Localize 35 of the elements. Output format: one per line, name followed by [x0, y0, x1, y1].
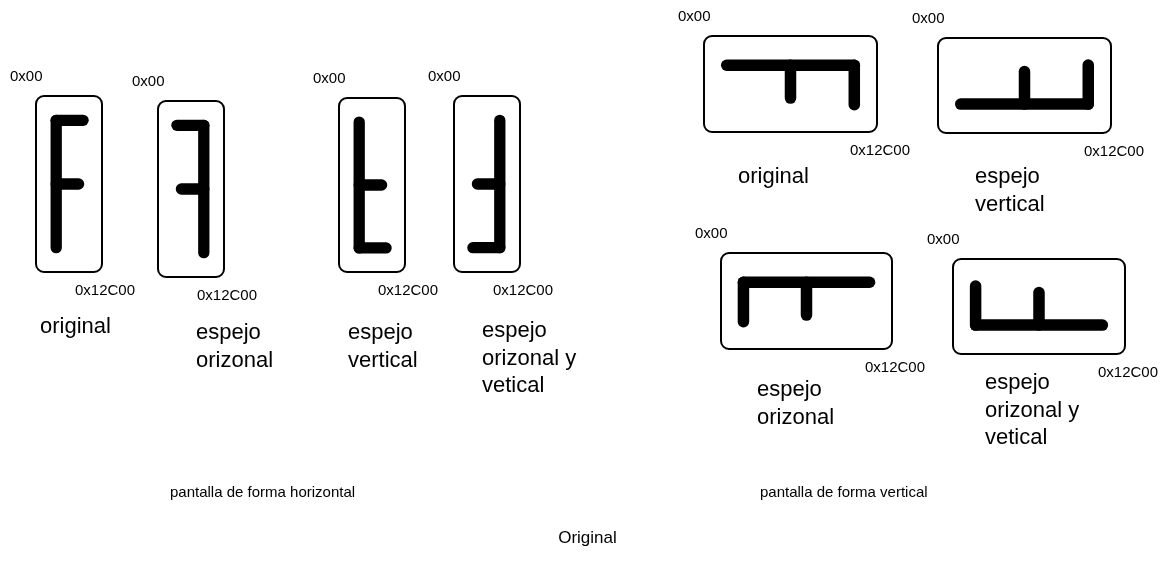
caption-text: espejo vertical: [348, 318, 419, 373]
display-drawing: [35, 95, 103, 273]
address-label: 0x00: [695, 224, 728, 243]
address-label: 0x00: [927, 230, 960, 249]
display-drawing: [453, 95, 521, 273]
display-drawing: [703, 35, 878, 133]
display-drawing: [338, 97, 406, 273]
address-label: 0x00: [313, 69, 346, 88]
address-label: 0x00: [428, 67, 461, 86]
figure-caption: Original: [557, 527, 618, 549]
address-label: 0x12C00: [850, 141, 911, 160]
caption-text: espejo orizonal: [757, 375, 836, 430]
section-label: pantalla de forma horizontal: [170, 483, 356, 502]
address-label: 0x00: [678, 7, 711, 26]
caption-text: espejo orizonal y vetical: [482, 316, 577, 399]
address-label: 0x12C00: [378, 281, 439, 300]
section-label: pantalla de forma vertical: [760, 483, 928, 502]
address-label: 0x00: [10, 67, 43, 86]
address-label: 0x12C00: [1098, 363, 1159, 382]
address-label: 0x00: [132, 72, 165, 91]
display-drawing: [720, 252, 893, 350]
caption-text: original: [738, 162, 810, 190]
address-label: 0x12C00: [865, 358, 926, 377]
address-label: 0x12C00: [493, 281, 554, 300]
caption-text: espejo vertical: [975, 162, 1046, 217]
address-label: 0x12C00: [1084, 142, 1145, 161]
caption-text: original: [40, 312, 112, 340]
caption-text: espejo orizonal: [196, 318, 275, 373]
display-drawing: [157, 100, 225, 278]
address-label: 0x12C00: [75, 281, 136, 300]
address-label: 0x12C00: [197, 286, 258, 305]
display-drawing: [952, 258, 1126, 355]
display-drawing: [937, 37, 1112, 134]
address-label: 0x00: [912, 9, 945, 28]
caption-text: espejo orizonal y vetical: [985, 368, 1080, 451]
